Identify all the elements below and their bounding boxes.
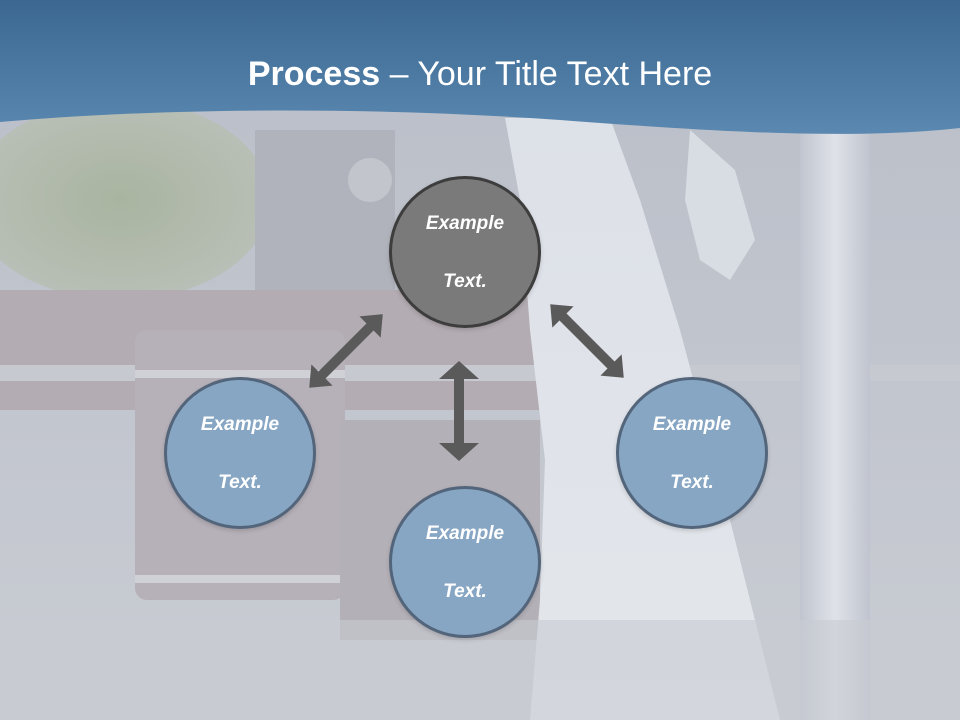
node-center-line1: Example xyxy=(425,212,505,234)
title-rest-part: – Your Title Text Here xyxy=(380,55,713,93)
title-bold-part: Process xyxy=(247,55,381,93)
node-center-line2: Text. xyxy=(443,270,487,292)
slide-title: Process – Your Title Text Here xyxy=(0,52,960,96)
node-left-line1: Example xyxy=(200,413,280,435)
node-bottom-line2: Text. xyxy=(443,580,487,602)
double-arrow-icon xyxy=(309,314,383,388)
node-right-line2: Text. xyxy=(670,471,714,493)
node-right-line1: Example xyxy=(652,413,732,435)
node-bottom-line1: Example xyxy=(425,522,505,544)
double-arrow-icon xyxy=(439,361,479,461)
title-band xyxy=(0,0,960,134)
node-left-line2: Text. xyxy=(218,471,262,493)
double-arrow-icon xyxy=(550,304,624,378)
